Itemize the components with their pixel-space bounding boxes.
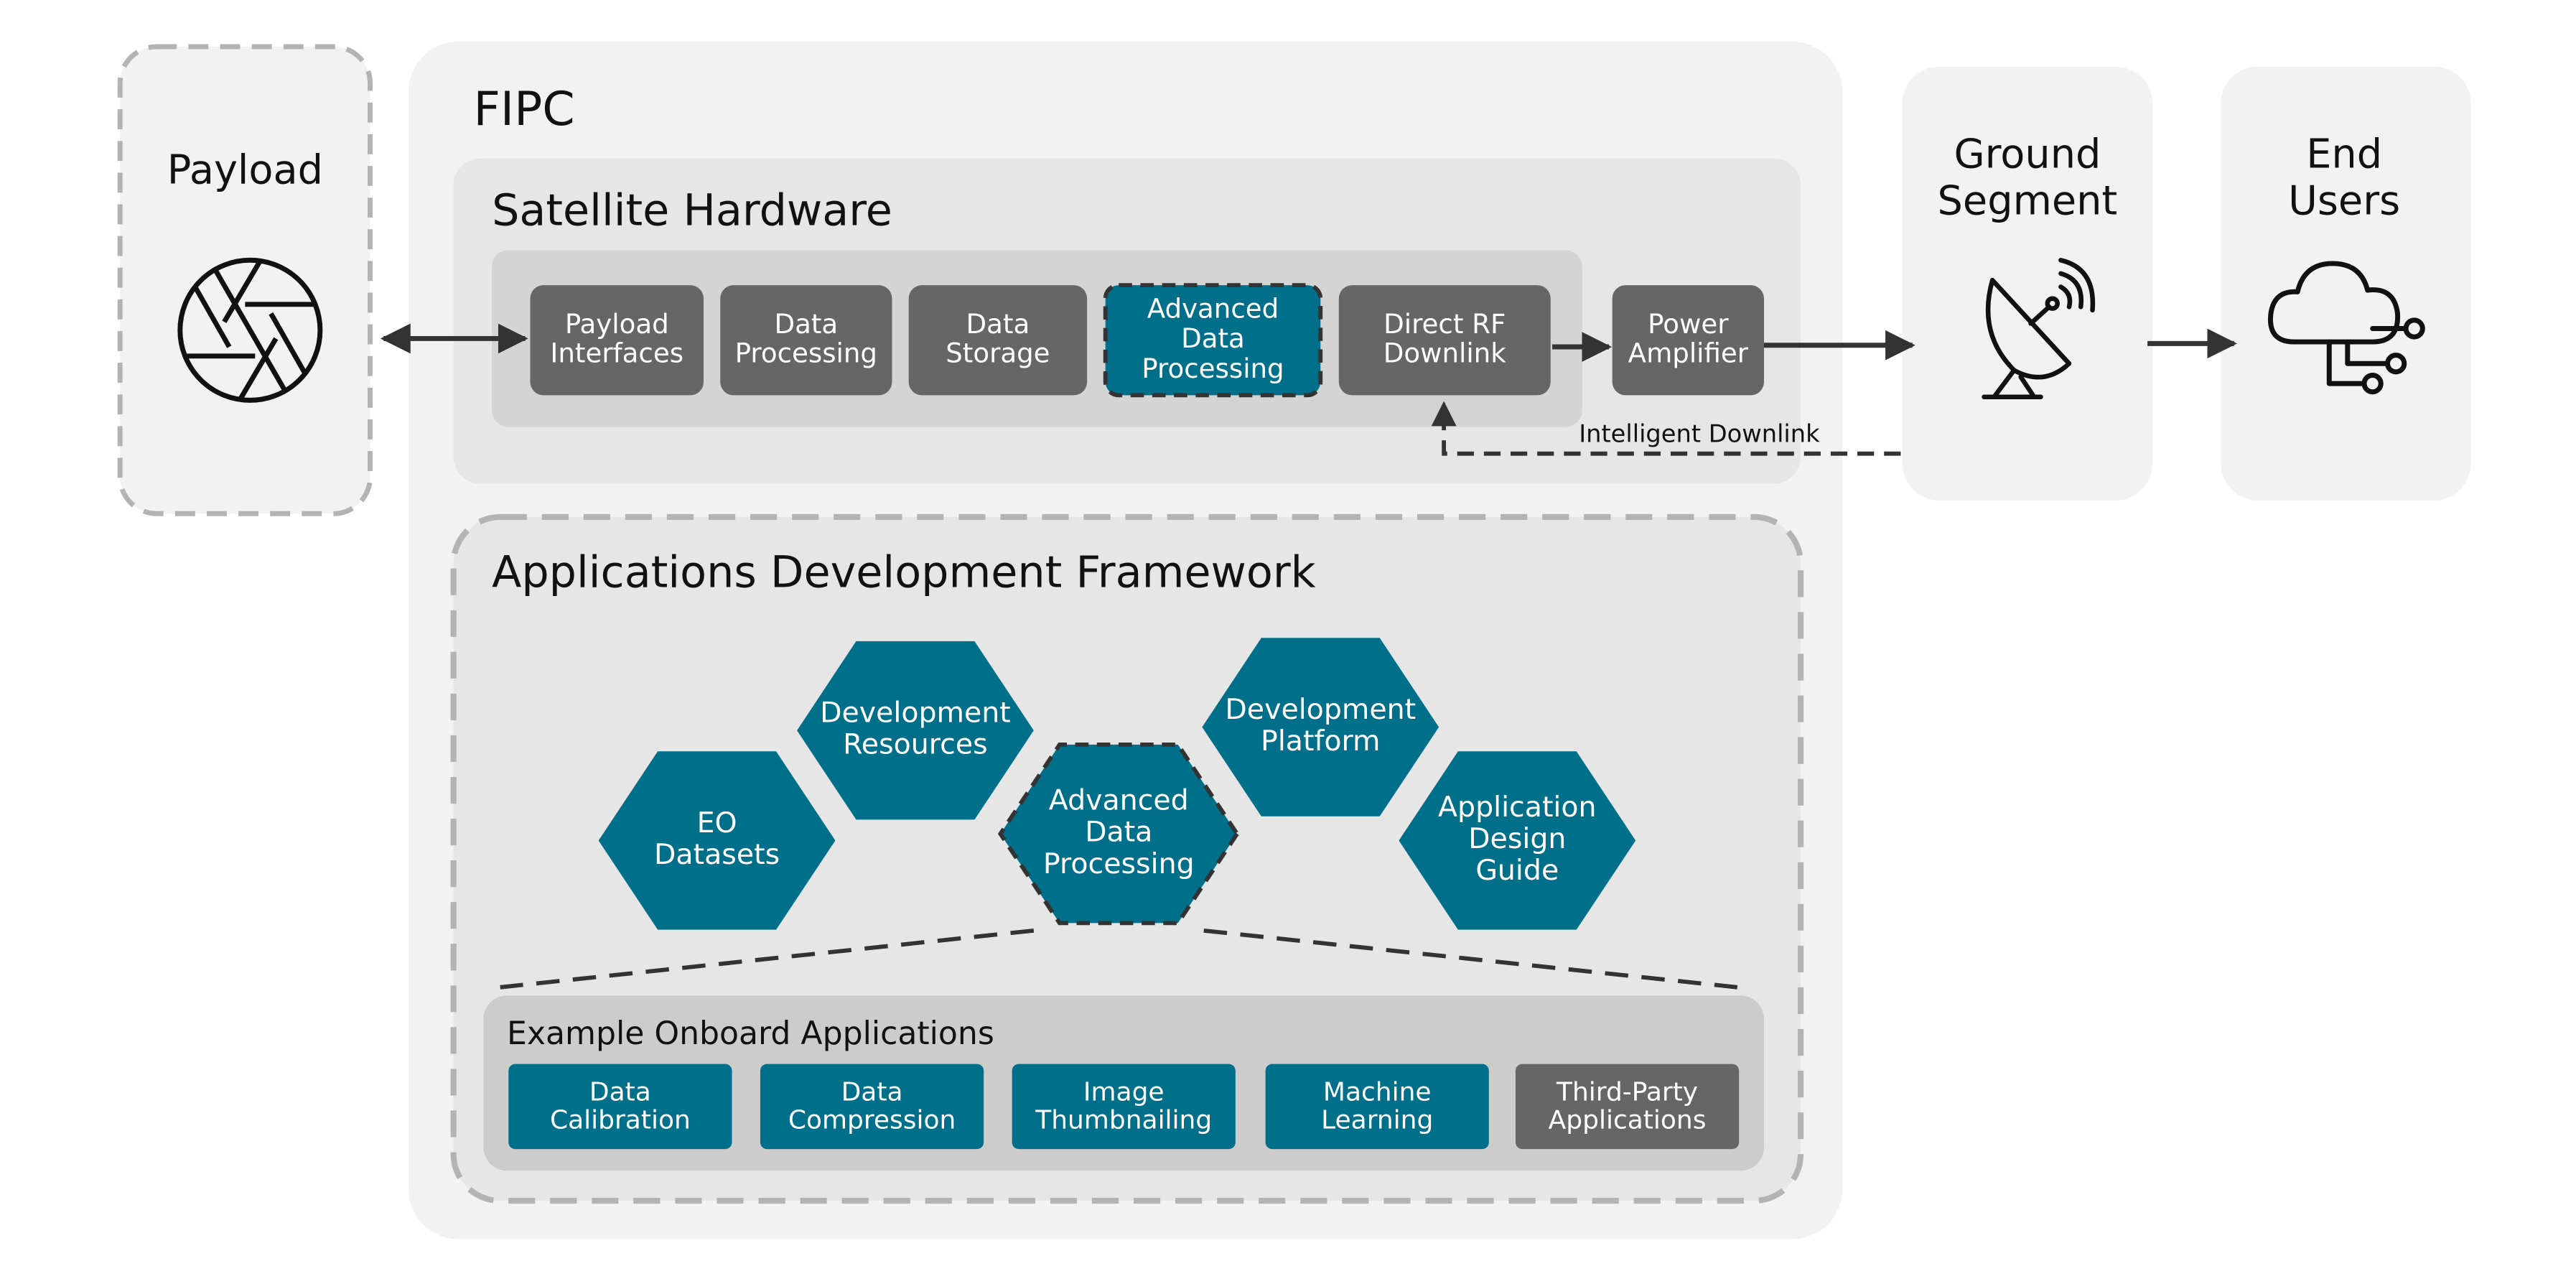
end-users-title-line: Users [2288,177,2400,224]
example-application-label: Applications [1549,1106,1707,1135]
hardware-module-box [1338,285,1551,396]
hardware-module-box [908,285,1088,396]
power-amplifier-label: Power [1648,309,1729,340]
example-application-label: Data [589,1077,651,1107]
hardware-module-label: Interfaces [550,338,683,369]
payload-title: Payload [167,146,323,193]
hardware-module-label: Storage [946,338,1050,369]
hardware-module-label: Payload [565,309,669,340]
hardware-module-box [1103,283,1323,398]
framework-hexagon-label: Advanced [1049,784,1189,817]
framework-hexagon-label: Design [1468,822,1566,855]
example-application-label: Machine [1323,1077,1432,1107]
example-applications-title: Example Onboard Applications [507,1015,994,1052]
payload-box [117,44,373,516]
example-application-box [1012,1064,1236,1150]
framework-hexagon-shape [1202,638,1439,817]
hardware-module-box [720,285,892,396]
hardware-module-label: Data [774,309,838,340]
example-application-box [1515,1064,1740,1150]
framework-hexagon-label: Application [1438,791,1597,824]
end-users-title-line: End [2306,131,2382,177]
framework-hexagon-shape [598,751,836,930]
example-application-box [1265,1064,1489,1150]
camera-aperture-icon [177,257,323,403]
example-application-label: Third-Party [1556,1077,1698,1107]
framework-hexagon-label: Development [1225,693,1416,726]
example-application-label: Image [1083,1077,1165,1107]
ground-segment-title-line: Segment [1938,177,2118,224]
power-amplifier-box [1612,285,1764,396]
example-application-label: Thumbnailing [1035,1106,1212,1135]
example-application-label: Compression [788,1106,956,1135]
framework-hexagon-label: Datasets [654,838,780,871]
framework-hexagon-label: EO [697,806,737,839]
hardware-module-label: Direct RF [1383,309,1506,340]
framework-hexagons: EODatasetsDevelopmentResourcesAdvancedDa… [598,638,1636,930]
framework-hexagon-shape [997,743,1240,926]
end-users-box [2221,66,2471,501]
cloud-network-icon [2267,261,2425,395]
hardware-module-box [530,285,704,396]
framework-hexagon-label: Data [1085,816,1152,849]
framework-hexagon-label: Platform [1261,725,1380,758]
zoom-line-left [500,928,1035,990]
example-application-box [760,1064,984,1150]
framework-hexagon-label: Guide [1475,854,1559,887]
example-applications: DataCalibrationDataCompressionImageThumb… [508,1064,1740,1150]
fipc-title: FIPC [474,83,575,136]
intelligent-downlink-label: Intelligent Downlink [1579,419,1820,447]
zoom-line-right [1203,928,1738,990]
hardware-module-label: Data [1181,323,1245,354]
satellite-hardware-title: Satellite Hardware [492,186,892,236]
ground-segment-box [1902,66,2153,501]
applications-framework-title: Applications Development Framework [492,547,1316,597]
example-application-label: Data [841,1077,903,1107]
framework-hexagon-label: Processing [1043,847,1195,880]
framework-hexagon-label: Development [820,697,1011,730]
hardware-modules: PayloadInterfacesDataProcessingDataStora… [530,283,1551,398]
satellite-dish-icon [1982,258,2096,399]
example-application-label: Learning [1321,1106,1433,1135]
hardware-module-label: Processing [735,338,877,369]
hardware-module-label: Advanced [1147,293,1279,324]
framework-hexagon-shape [797,641,1034,820]
hardware-module-label: Downlink [1383,338,1506,369]
power-amplifier-label: Amplifier [1628,338,1749,369]
framework-hexagon-shape [1399,751,1636,930]
hardware-module-label: Data [966,309,1030,340]
example-application-box [508,1064,732,1150]
intelligent-downlink-feedback-line [1431,401,1901,456]
hardware-module-label: Processing [1142,353,1284,384]
ground-segment-title-line: Ground [1954,131,2101,177]
example-application-label: Calibration [550,1106,691,1135]
framework-hexagon-label: Resources [843,728,988,761]
